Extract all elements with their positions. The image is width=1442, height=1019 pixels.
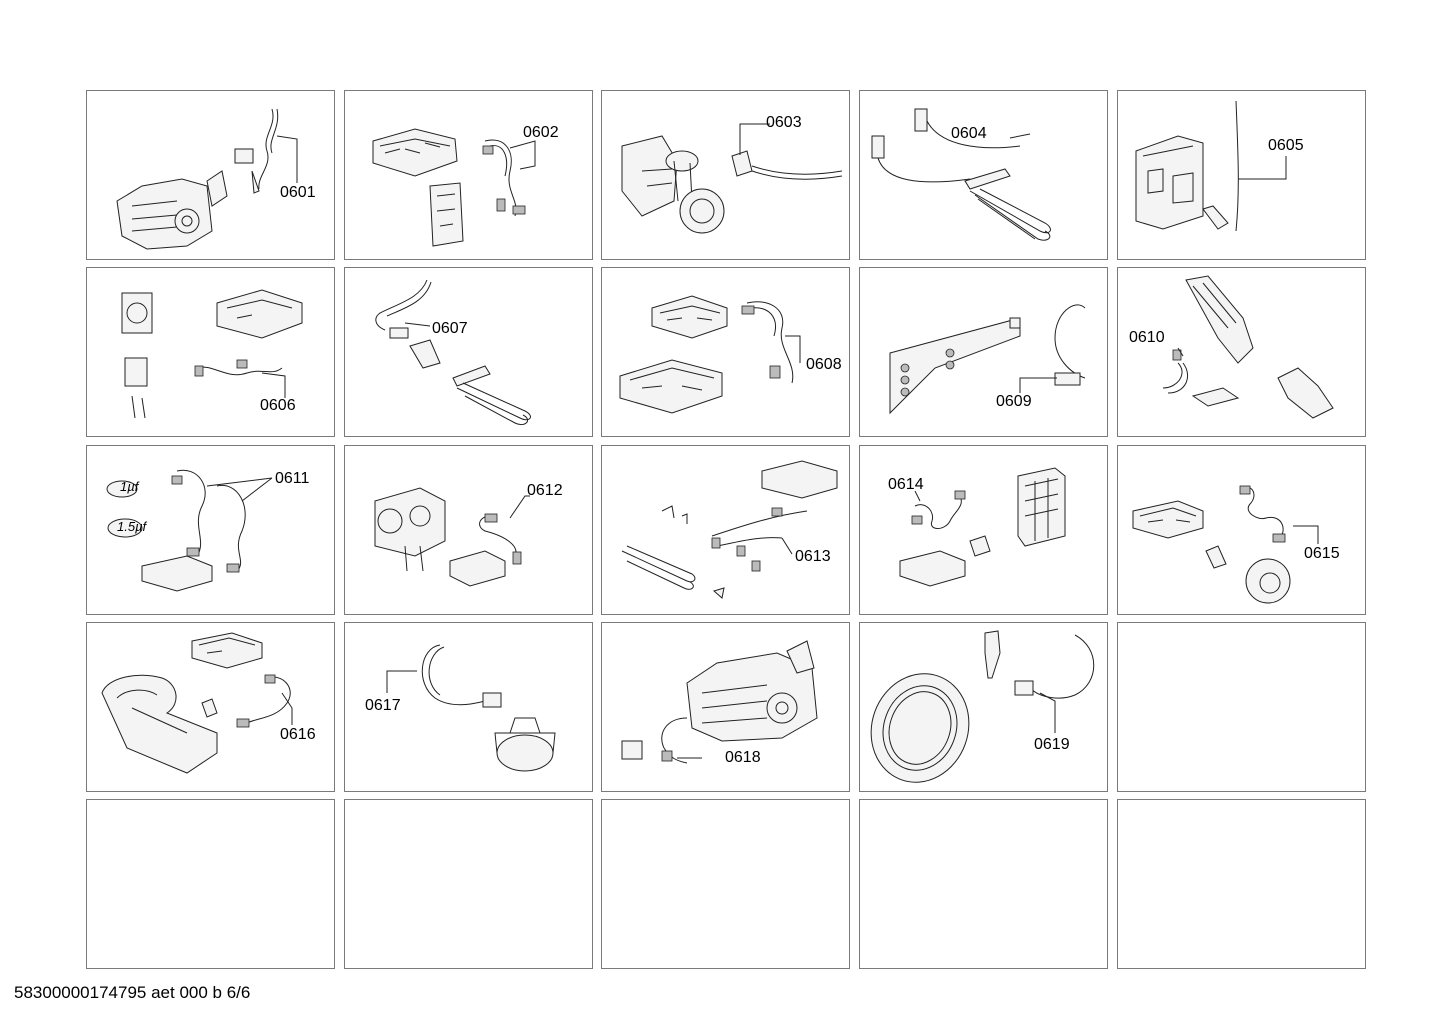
part-cell-empty [86, 799, 335, 969]
duct-and-module-illustration [1162, 275, 1334, 419]
part-cell-empty [1117, 799, 1366, 969]
part-number-label: 0607 [432, 320, 468, 337]
part-number-label: 0609 [996, 393, 1032, 410]
pump-valve-and-module-illustration [374, 487, 530, 587]
capacitor-marking: 1µf [120, 479, 139, 494]
power-module-with-cable-illustration [1135, 100, 1287, 232]
part-number-label: 0615 [1304, 545, 1340, 562]
document-id-footer: 58300000174795 aet 000 b 6/6 [14, 983, 251, 1002]
part-number-label: 0616 [280, 726, 316, 743]
part-cell-empty [344, 799, 593, 969]
part-cell-0606: 0606 [86, 267, 335, 437]
part-cell-empty [601, 799, 850, 969]
part-number-label: 0603 [766, 114, 802, 131]
part-cell-0615: 0615 [1117, 445, 1366, 615]
part-number-label: 0610 [1129, 329, 1165, 346]
part-number-label: 0604 [951, 125, 987, 142]
part-number-label: 0617 [365, 697, 401, 714]
capacitors-with-harnesses-illustration [106, 469, 273, 592]
heater-and-harness-illustration [621, 460, 838, 599]
fan-housing-and-module-illustration [101, 632, 293, 774]
pressure-sensor-with-cable-illustration [386, 644, 556, 772]
part-cell-0619: 0619 [859, 622, 1108, 792]
part-cell-0616: 0616 [86, 622, 335, 792]
part-cell-0618: 0618 [601, 622, 850, 792]
part-cell-0607: 0607 [344, 267, 593, 437]
heater-with-sensor-illustration [375, 279, 531, 426]
part-number-label: 0606 [260, 397, 296, 414]
part-cell-0608: 0608 [601, 267, 850, 437]
part-cell-0603: 0603 [601, 90, 850, 260]
valves-and-module-illustration [121, 289, 303, 419]
drain-pump-with-cable-illustration [621, 123, 843, 234]
part-cell-0617: 0617 [344, 622, 593, 792]
heater-element-with-harness-illustration [871, 108, 1051, 241]
part-cell-0610: 0610 [1117, 267, 1366, 437]
part-cell-0604: 0604 [859, 90, 1108, 260]
part-number-label: 0608 [806, 356, 842, 373]
door-seal-with-cable-illustration [870, 630, 1095, 783]
module-fan-and-harness-illustration [1132, 485, 1319, 604]
part-number-label: 0602 [523, 124, 559, 141]
part-number-label: 0612 [527, 482, 563, 499]
modules-with-harness-illustration [619, 295, 801, 414]
part-number-label: 0618 [725, 749, 761, 766]
motor-with-connector-illustration [621, 640, 818, 764]
part-number-label: 0619 [1034, 736, 1070, 753]
part-cell-0602: 0602 [344, 90, 593, 260]
part-number-label: 0613 [795, 548, 831, 565]
display-board-with-cable-illustration [889, 304, 1086, 415]
part-cell-0609: 0609 [859, 267, 1108, 437]
part-cell-0605: 0605 [1117, 90, 1366, 260]
part-number-label: 0605 [1268, 137, 1304, 154]
control-module-with-harness-illustration [372, 128, 536, 247]
motor-with-harness-illustration [116, 108, 298, 250]
part-cell-0612: 0612 [344, 445, 593, 615]
part-cell-0613: 0613 [601, 445, 850, 615]
part-cell-empty [1117, 622, 1366, 792]
module-cage-and-harness-illustration [899, 467, 1066, 587]
part-number-label: 0614 [888, 476, 924, 493]
capacitor-marking: 1.5µf [117, 519, 147, 534]
part-cell-empty [859, 799, 1108, 969]
part-number-label: 0601 [280, 184, 316, 201]
part-cell-0601: 0601 [86, 90, 335, 260]
part-cell-0611: 1µf 1.5µf 0611 [86, 445, 335, 615]
part-number-label: 0611 [275, 470, 310, 487]
part-cell-0614: 0614 [859, 445, 1108, 615]
